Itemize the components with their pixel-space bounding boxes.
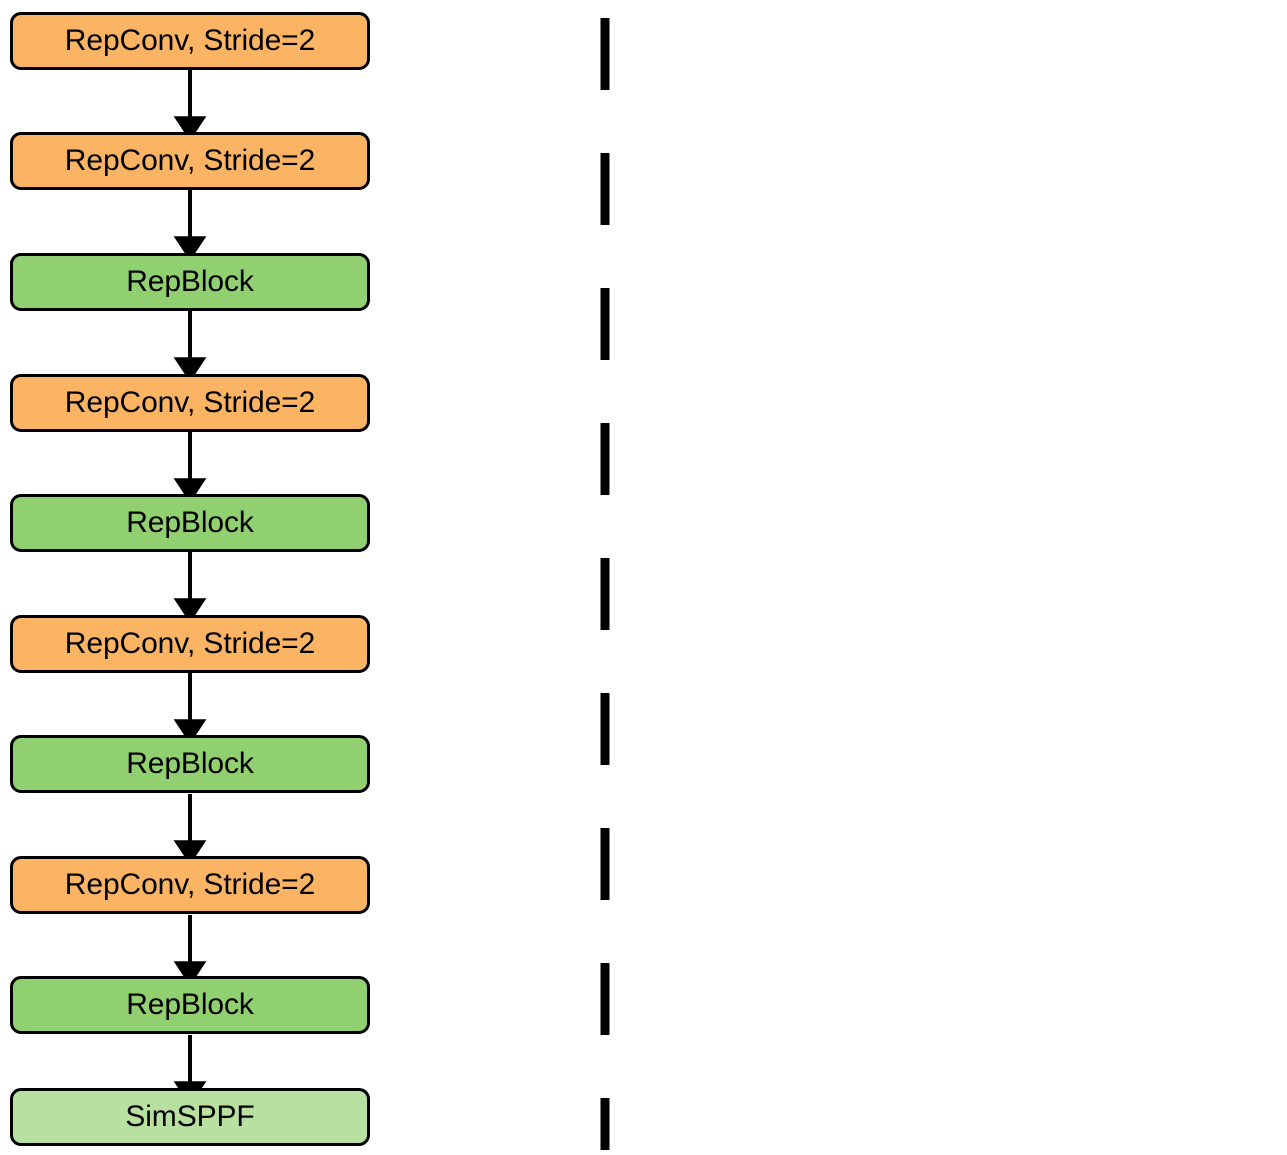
- node-label: SimSPPF: [125, 1100, 255, 1133]
- node-label: RepConv, Stride=2: [64, 24, 316, 57]
- node-label: RepBlock: [126, 988, 254, 1021]
- backbone-node-repconv-stride2-2[interactable]: RepConv, Stride=2: [10, 132, 370, 190]
- backbone-node-repblock-3[interactable]: RepBlock: [10, 735, 370, 793]
- panel-divider: [598, 0, 612, 1155]
- backbone-node-repblock-4[interactable]: RepBlock: [10, 976, 370, 1034]
- backbone-node-simsppf[interactable]: SimSPPF: [10, 1088, 370, 1146]
- node-label: RepConv, Stride=2: [64, 627, 316, 660]
- node-label: RepConv, Stride=2: [64, 868, 316, 901]
- node-label: RepBlock: [126, 506, 254, 539]
- backbone-pipeline: RepConv, Stride=2 RepConv, Stride=2 RepB…: [0, 0, 390, 1155]
- repblock-detail-panel: RepBLock: [700, 0, 1287, 1155]
- backbone-node-repconv-stride2-1[interactable]: RepConv, Stride=2: [10, 12, 370, 70]
- backbone-node-repblock-1[interactable]: RepBlock: [10, 253, 370, 311]
- node-label: RepConv, Stride=2: [64, 386, 316, 419]
- repblock-arrows: [700, 0, 1287, 1155]
- backbone-node-repblock-2[interactable]: RepBlock: [10, 494, 370, 552]
- node-label: RepBlock: [126, 265, 254, 298]
- backbone-node-repconv-stride2-4[interactable]: RepConv, Stride=2: [10, 615, 370, 673]
- divider-dashed-line: [600, 18, 610, 1150]
- backbone-arrows: [173, 70, 207, 1106]
- node-label: RepBlock: [126, 747, 254, 780]
- backbone-node-repconv-stride2-5[interactable]: RepConv, Stride=2: [10, 856, 370, 914]
- node-label: RepConv, Stride=2: [64, 144, 316, 177]
- backbone-node-repconv-stride2-3[interactable]: RepConv, Stride=2: [10, 374, 370, 432]
